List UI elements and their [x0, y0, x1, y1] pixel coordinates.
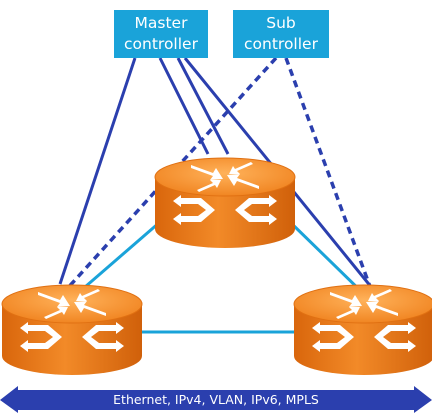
router-icon [1, 284, 143, 376]
protocol-band-label: Ethernet, IPv4, VLAN, IPv6, MPLS [113, 392, 319, 407]
arrow-left-icon [0, 386, 18, 413]
router-icon [293, 284, 432, 376]
sub-controller-line1: Sub [266, 14, 296, 32]
master-link-left [58, 57, 137, 285]
sub-controller-line2: controller [244, 35, 318, 53]
sub-controller: Sub controller [233, 10, 329, 58]
arrow-right-icon [414, 386, 432, 413]
protocol-band [0, 386, 432, 413]
master-controller: Master controller [114, 10, 208, 58]
master-link-top-a [158, 57, 210, 155]
sub-link-right [284, 57, 374, 293]
master-controller-line1: Master [134, 14, 188, 32]
master-link-top-b [176, 57, 230, 155]
router-icon [154, 157, 296, 249]
master-controller-line2: controller [124, 35, 198, 53]
